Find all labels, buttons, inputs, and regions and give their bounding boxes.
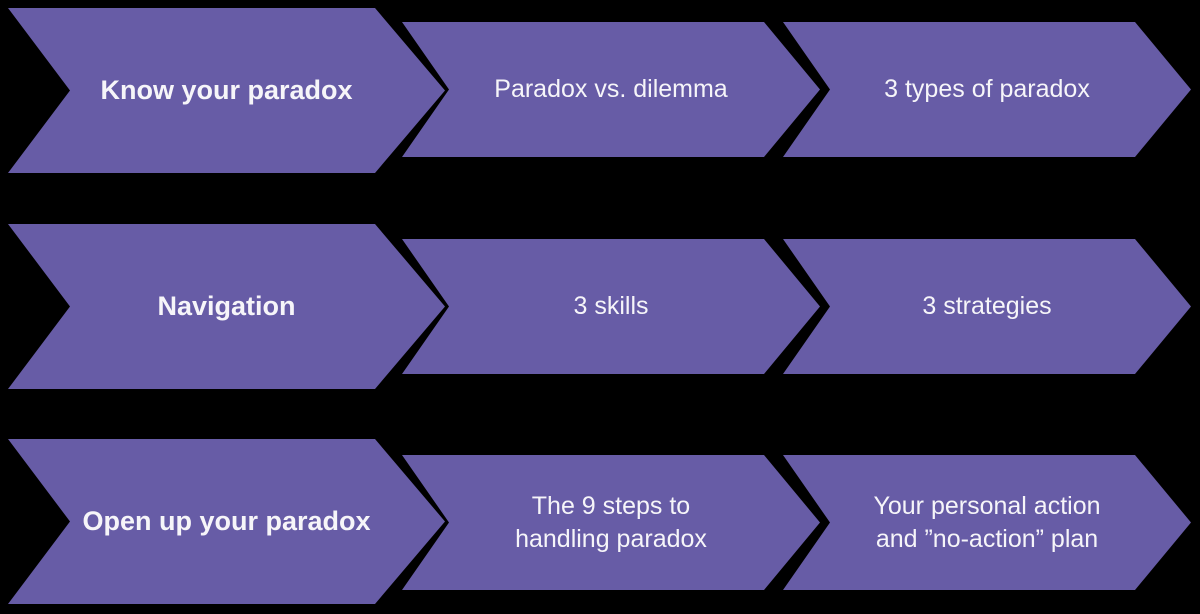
chevron-label-line2: and ”no-action” plan <box>875 524 1099 553</box>
chevron-navigation: Navigation <box>8 224 445 389</box>
chevron-label: 3 types of paradox <box>884 75 1090 103</box>
chevron-3-skills: 3 skills <box>402 239 820 374</box>
chevron-label-line2: handling paradox <box>515 524 707 553</box>
chevron-open-up-your-paradox: Open up your paradox <box>8 439 445 604</box>
chevron-9-steps-to-handling-paradox: The 9 steps to handling paradox <box>402 455 820 590</box>
chevron-label: 3 skills <box>573 292 649 320</box>
chevron-label: Navigation <box>157 291 296 321</box>
chevron-label: Your personal action <box>873 491 1101 520</box>
chevron-know-your-paradox: Know your paradox <box>8 8 445 173</box>
chevron-label: Paradox vs. dilemma <box>494 75 728 103</box>
chevron-label: 3 strategies <box>922 292 1052 320</box>
chevron-label: Open up your paradox <box>82 506 371 536</box>
chevron-personal-action-plan: Your personal action and ”no-action” pla… <box>783 455 1191 590</box>
chevron-paradox-vs-dilemma: Paradox vs. dilemma <box>402 22 820 157</box>
chevron-label: The 9 steps to <box>531 491 691 520</box>
chevron-label: Know your paradox <box>100 75 353 105</box>
chevron-3-strategies: 3 strategies <box>783 239 1191 374</box>
chevron-3-types-of-paradox: 3 types of paradox <box>783 22 1191 157</box>
